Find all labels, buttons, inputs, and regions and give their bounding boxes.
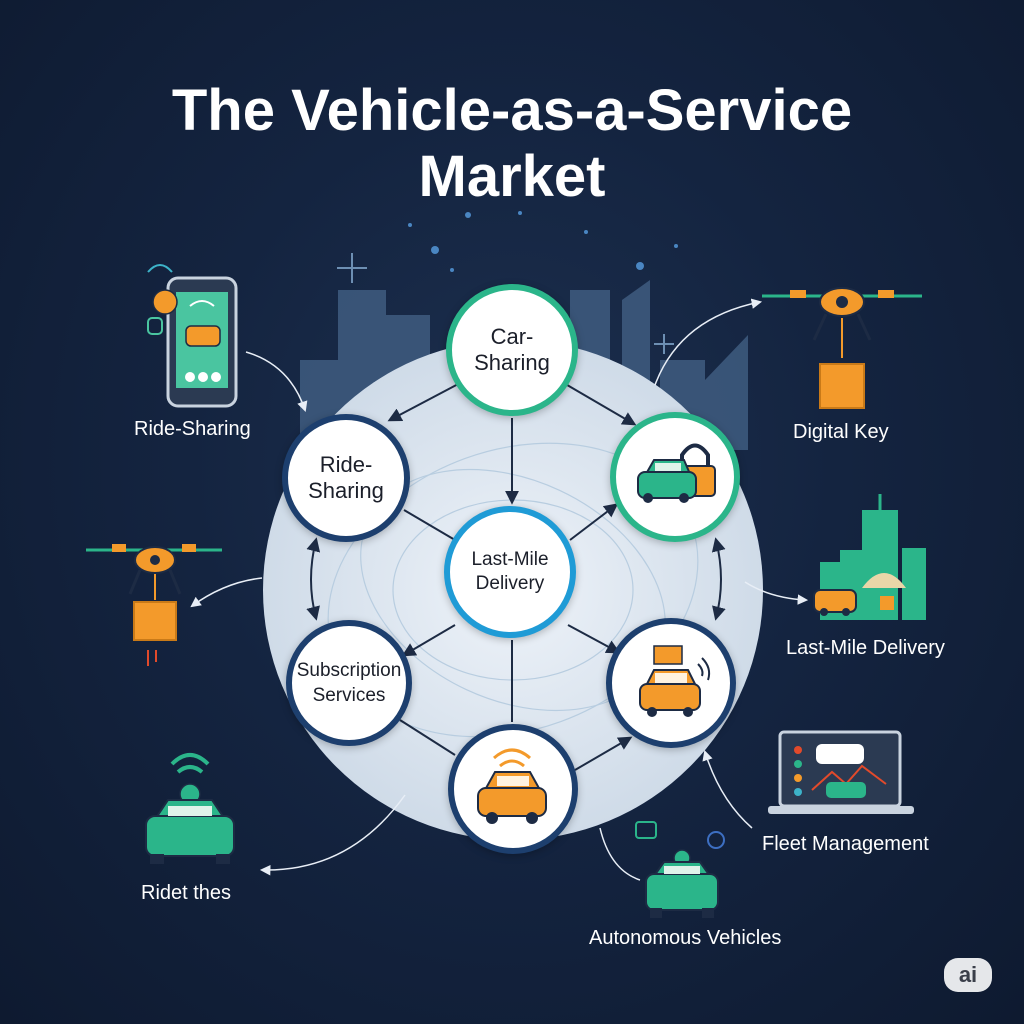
sparkle-icon [337, 253, 674, 354]
external-arrows [190, 298, 809, 881]
label-digital-key: Digital Key [793, 421, 889, 443]
title-line-2: Market [418, 144, 606, 209]
fleet-laptop-icon [768, 730, 914, 814]
label-ridet-thes: Ridet thes [141, 882, 232, 904]
city-delivery-icon [813, 494, 926, 620]
title-line-1: The Vehicle-as-a-Service [171, 78, 853, 143]
node-digital-key [610, 412, 740, 542]
node-last-mile-label: Last-Mile Delivery [471, 549, 549, 594]
label-fleet-management: Fleet Management [762, 833, 929, 855]
node-ride-sharing: Ride- Sharing [282, 414, 410, 542]
drone-package-icon [86, 544, 222, 666]
node-ride-sharing-label: Ride- Sharing [308, 452, 384, 503]
drone-delivery-icon [762, 287, 922, 409]
autonomous-car-icon [635, 821, 725, 918]
node-delivery-vehicle [606, 618, 736, 748]
node-last-mile-delivery: Last-Mile Delivery [444, 506, 576, 638]
label-autonomous-vehicles: Autonomous Vehicles [589, 927, 782, 949]
node-car-sharing-label: Car- Sharing [474, 324, 550, 375]
node-connected-car [448, 724, 578, 854]
ai-badge: ai [944, 958, 992, 992]
connected-green-car-icon [145, 753, 235, 864]
label-last-mile-delivery: Last-Mile Delivery [786, 637, 945, 659]
smartphone-ride-icon [147, 264, 238, 408]
label-ride-sharing: Ride-Sharing [134, 418, 251, 440]
node-subscription-services: Subscription Services [286, 620, 412, 746]
node-subscription-label: Subscription Services [296, 660, 402, 706]
star-field [408, 211, 678, 272]
connector-arrows [306, 381, 726, 771]
page-title: The Vehicle-as-a-Service Market [0, 78, 1024, 210]
node-car-sharing: Car- Sharing [446, 284, 578, 416]
